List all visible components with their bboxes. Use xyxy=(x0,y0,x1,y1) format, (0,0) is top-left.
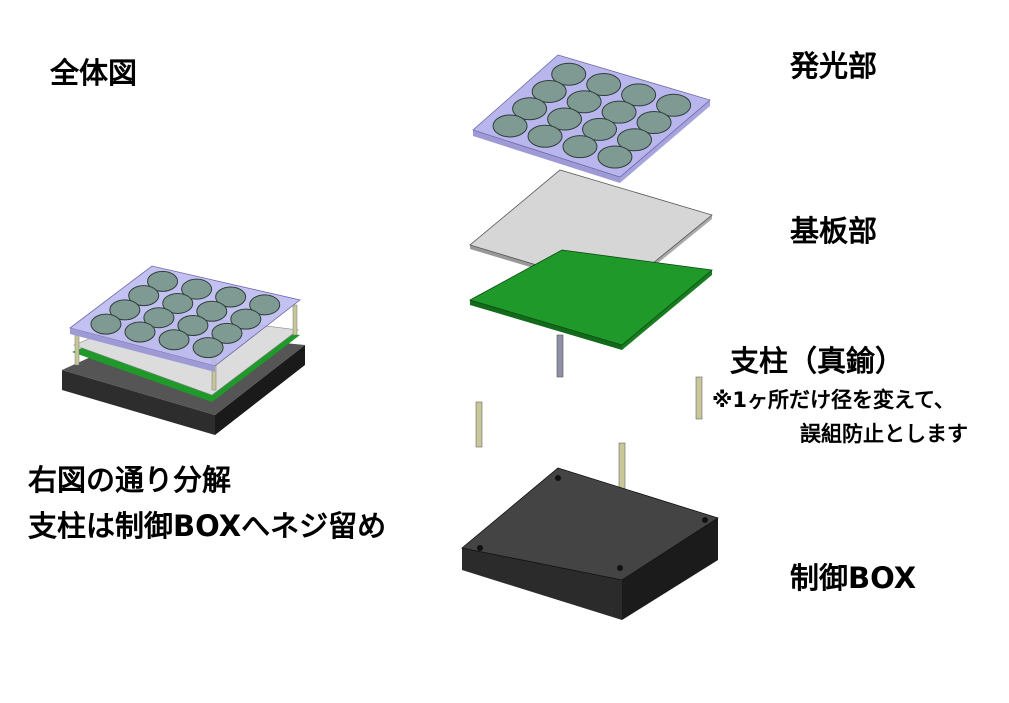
pcb-edge-right xyxy=(622,270,712,350)
led-module xyxy=(147,270,179,292)
led-module xyxy=(215,286,247,308)
pillar-label: 支柱（真鍮） xyxy=(730,344,905,378)
led-module xyxy=(636,111,672,134)
pcb-edge xyxy=(470,300,622,350)
assembled-led-grid xyxy=(90,270,281,359)
led-module xyxy=(128,285,160,307)
control-box-label: 制御BOX xyxy=(790,561,917,595)
assembled-box-front-right xyxy=(215,345,305,435)
pillar xyxy=(695,376,703,420)
left-note-line1: 右図の通り分解 xyxy=(28,463,232,497)
led-module xyxy=(562,135,598,159)
led-module xyxy=(196,300,228,322)
panel-edge xyxy=(473,130,620,183)
led-module xyxy=(656,93,692,117)
led-module xyxy=(512,97,548,121)
led-module xyxy=(249,294,281,316)
overall-view-label: 全体図 xyxy=(50,56,138,90)
led-module xyxy=(158,329,190,351)
left-note-line2: 支柱は制御BOXへネジ留め xyxy=(28,509,387,543)
pillar-note-line1: ※1ヶ所だけ径を変えて、 xyxy=(712,388,955,412)
box-top xyxy=(461,467,719,581)
assembled-pillar xyxy=(74,334,80,366)
led-module xyxy=(582,117,618,141)
assembled-pillar xyxy=(292,304,298,336)
pillar-note-line2: 誤組防止とします xyxy=(800,422,968,446)
led-module xyxy=(177,315,209,337)
led-module xyxy=(586,73,622,97)
pcb-top xyxy=(468,249,713,346)
led-module xyxy=(597,145,633,169)
pillar xyxy=(475,401,483,448)
screw-hole xyxy=(702,517,708,523)
led-module xyxy=(617,128,652,152)
assembled-view xyxy=(62,265,305,435)
led-grid xyxy=(492,62,692,169)
led-module xyxy=(531,79,567,103)
screw-hole xyxy=(477,545,483,551)
screw-hole xyxy=(555,475,561,481)
led-module xyxy=(90,313,122,335)
led-module xyxy=(621,83,657,107)
pillar-odd-diameter xyxy=(556,334,564,378)
led-module xyxy=(547,107,583,131)
panel-top xyxy=(472,54,711,178)
assembled-panel-edge xyxy=(70,328,215,372)
led-module xyxy=(230,308,262,330)
led-module xyxy=(566,90,602,114)
led-module xyxy=(143,307,175,329)
pcb xyxy=(468,249,713,350)
panel-edge-right xyxy=(620,100,710,183)
led-module xyxy=(109,299,141,321)
assembled-box-front-left xyxy=(62,370,215,435)
box-front-left xyxy=(462,548,622,620)
pillar xyxy=(618,442,626,490)
box-front-right xyxy=(622,518,718,620)
light-emitting-panel xyxy=(472,54,711,183)
led-module xyxy=(162,292,194,314)
board-label: 基板部 xyxy=(790,214,878,248)
led-module xyxy=(551,62,587,86)
led-module xyxy=(492,114,528,138)
control-box xyxy=(461,467,719,620)
led-module xyxy=(211,322,243,344)
led-module xyxy=(601,100,637,124)
led-module xyxy=(181,278,213,300)
light-emitting-label: 発光部 xyxy=(790,49,878,83)
screw-hole xyxy=(617,565,623,571)
led-module xyxy=(124,321,156,343)
led-module xyxy=(527,124,563,148)
led-module xyxy=(192,337,224,359)
pillars xyxy=(475,334,703,490)
